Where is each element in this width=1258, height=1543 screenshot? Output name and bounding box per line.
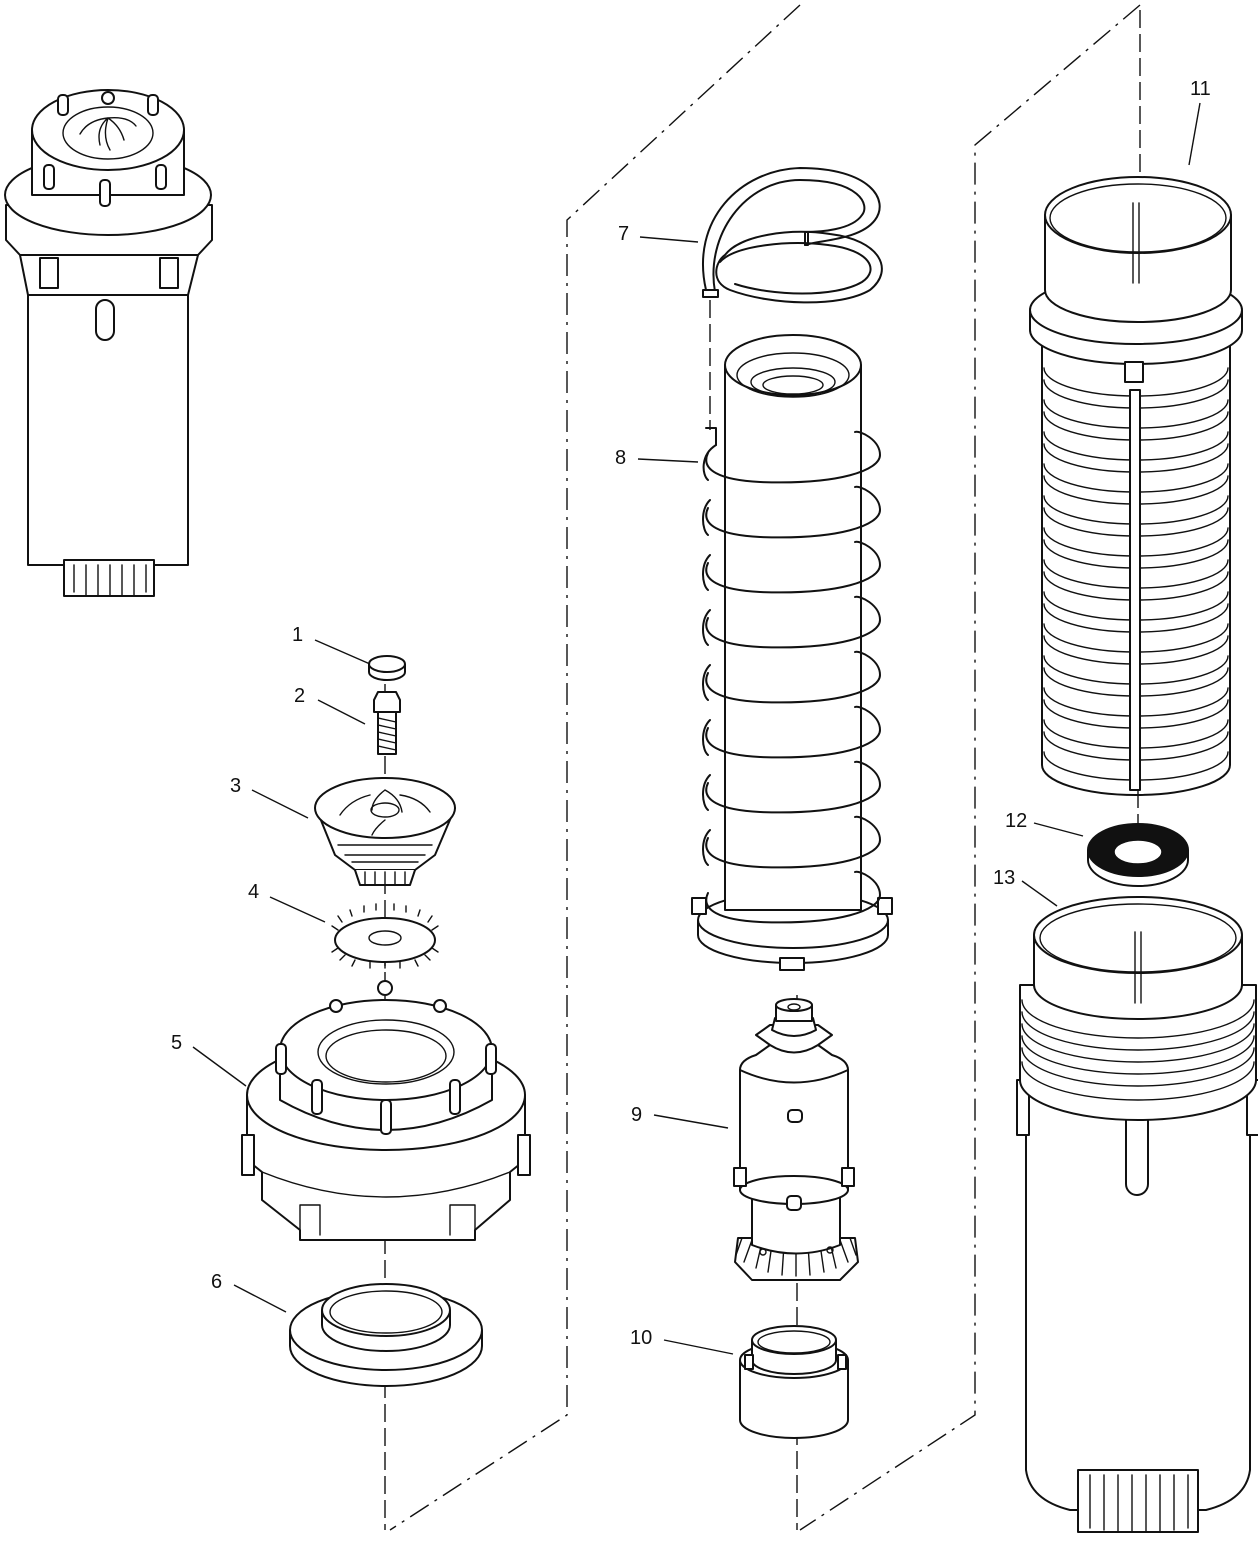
part-3-nozzle xyxy=(314,777,456,886)
part-11-filter-screen xyxy=(1029,176,1243,796)
part-9-drive-assembly xyxy=(733,998,859,1281)
callout-6: 6 xyxy=(211,1271,222,1293)
callout-8: 8 xyxy=(615,447,626,469)
part-12-washer xyxy=(1087,790,1189,887)
callout-5: 5 xyxy=(171,1032,182,1054)
separator-frames xyxy=(389,4,1141,1531)
callout-7: 7 xyxy=(618,223,629,245)
part-7-retaining-spring xyxy=(701,167,883,430)
part-4-gear xyxy=(331,903,439,969)
callout-labels: 1 2 3 4 5 6 7 8 9 10 11 12 13 xyxy=(171,78,1211,1349)
callout-9: 9 xyxy=(631,1104,642,1126)
callout-13: 13 xyxy=(993,867,1015,889)
part-6-wiper-seal xyxy=(289,1283,483,1387)
assembled-sprinkler-drawing xyxy=(4,89,213,597)
callout-4: 4 xyxy=(248,881,259,903)
callout-1: 1 xyxy=(292,624,303,646)
callout-11: 11 xyxy=(1190,78,1211,100)
part-5-body-cap xyxy=(241,999,531,1241)
callout-leader-lines xyxy=(192,102,1201,1355)
part-8-riser-and-spring xyxy=(691,334,893,971)
callout-3: 3 xyxy=(230,775,241,797)
part-1-cap xyxy=(368,655,406,681)
part-2-screw xyxy=(373,691,401,755)
part-10-bushing xyxy=(739,1325,849,1439)
callout-12: 12 xyxy=(1005,810,1027,832)
callout-10: 10 xyxy=(630,1327,652,1349)
ball-detent xyxy=(377,980,393,996)
callout-2: 2 xyxy=(294,685,305,707)
part-13-body xyxy=(1016,896,1258,1533)
